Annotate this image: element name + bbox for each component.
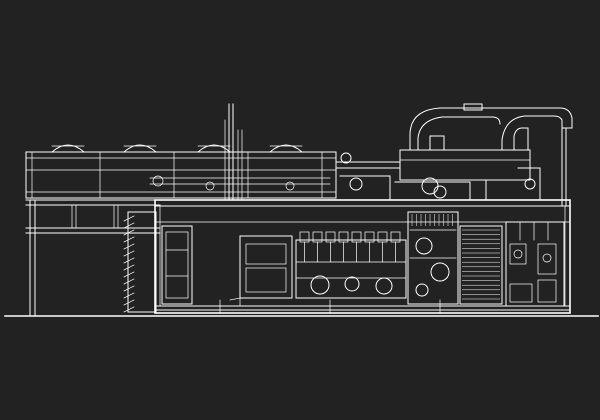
- radiator-support-frame: [25, 199, 161, 317]
- louver-blade: [123, 292, 135, 299]
- air-intake-louvers: [123, 211, 157, 313]
- radiator-fan-icon: [123, 144, 157, 153]
- coolant-piping: [149, 152, 541, 201]
- engine-icon: [229, 231, 407, 307]
- louver-blade: [123, 243, 135, 250]
- louver-blade: [123, 285, 135, 292]
- louver-blade: [123, 250, 135, 257]
- radiator-fan-icon: [51, 144, 85, 153]
- louver-blade: [123, 306, 135, 313]
- louver-blade: [123, 222, 135, 229]
- louver-blade: [123, 278, 135, 285]
- radiator-fan-icon: [197, 144, 231, 153]
- heat-exchanger: [459, 225, 503, 305]
- louver-blade: [123, 215, 135, 222]
- louver-blade: [123, 264, 135, 271]
- engine-cylinders: [299, 231, 401, 263]
- louver-blade: [123, 229, 135, 236]
- louver-blade: [123, 236, 135, 243]
- exhaust-pipe-icon: [399, 103, 573, 181]
- louver-blade: [123, 271, 135, 278]
- radiator-fan-icons: [51, 144, 303, 153]
- genset-enclosure: [154, 199, 571, 314]
- radiator-cooler-unit: [25, 144, 337, 199]
- alternator-icon: [161, 225, 193, 305]
- radiator-fan-icon: [269, 144, 303, 153]
- base-skid: [154, 299, 571, 314]
- manifold-pipework: [407, 211, 459, 305]
- control-cabinet-icon: [505, 221, 565, 307]
- exhaust-riser: [561, 127, 567, 206]
- louver-blade: [123, 299, 135, 306]
- louver-blade: [123, 257, 135, 264]
